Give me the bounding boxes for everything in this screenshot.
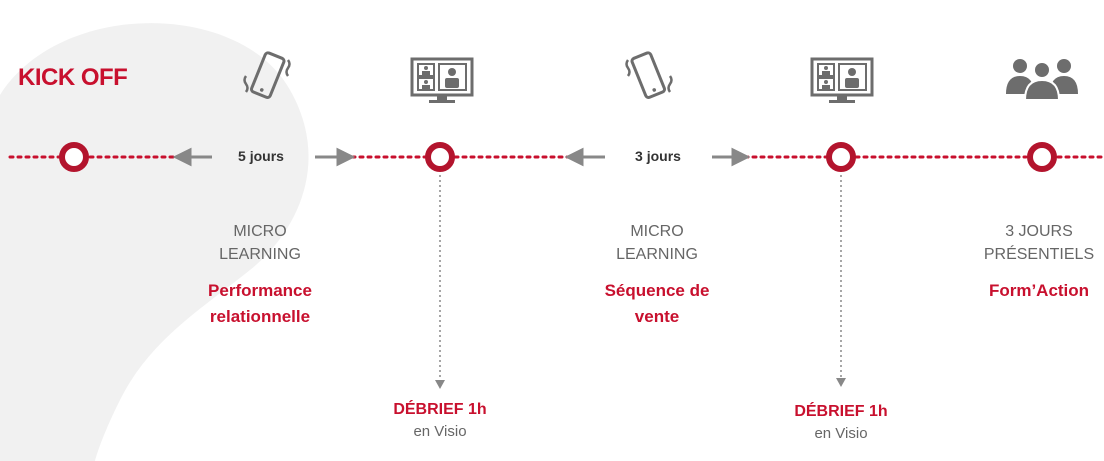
stage-type: MICRO [233,223,287,240]
smartphone-icon [243,51,291,99]
stage-title: relationnelle [209,307,311,326]
debrief-title: DÉBRIEF 1h [794,403,888,420]
stage-title: vente [634,307,680,326]
smartphone-icon [625,51,673,99]
timeline-node-debrief-2 [826,142,856,172]
stage-type: MICRO [630,223,684,240]
timeline-node-kickoff [59,142,89,172]
stage-type: 3 JOURS [1005,223,1073,240]
debrief-caption: DÉBRIEF 1h en Visio [761,400,921,445]
stage-title: Séquence de [604,281,710,300]
debrief-title: DÉBRIEF 1h [393,401,487,418]
arrow-right-icon [336,147,356,167]
arrow-left-icon [172,147,192,167]
video-conference-icon [810,57,874,103]
stage-caption: 3 JOURS PRÉSENTIELS Form’Action [939,220,1104,304]
debrief-caption: DÉBRIEF 1h en Visio [360,398,520,443]
interval-label: 5 jours [238,148,284,164]
arrow-down-icon [435,380,445,389]
interval-label: 3 jours [635,148,681,164]
group-people-icon [1006,59,1078,101]
timeline-node-presentiel [1027,142,1057,172]
stage-title: Performance [208,281,312,300]
stage-type: LEARNING [616,246,698,263]
stage-title: Form’Action [988,281,1090,300]
arrow-right-icon [731,147,751,167]
kickoff-label: KICK OFF [18,64,128,91]
arrow-down-icon [836,378,846,387]
debrief-subtitle: en Visio [814,425,868,442]
debrief-subtitle: en Visio [413,423,467,440]
video-conference-icon [410,57,474,103]
stage-caption: MICRO LEARNING Séquence de vente [557,220,757,330]
arrow-left-icon [564,147,584,167]
timeline-node-debrief-1 [425,142,455,172]
stage-type: LEARNING [219,246,301,263]
stage-type: PRÉSENTIELS [983,246,1095,263]
stage-caption: MICRO LEARNING Performance relationnelle [160,220,360,330]
